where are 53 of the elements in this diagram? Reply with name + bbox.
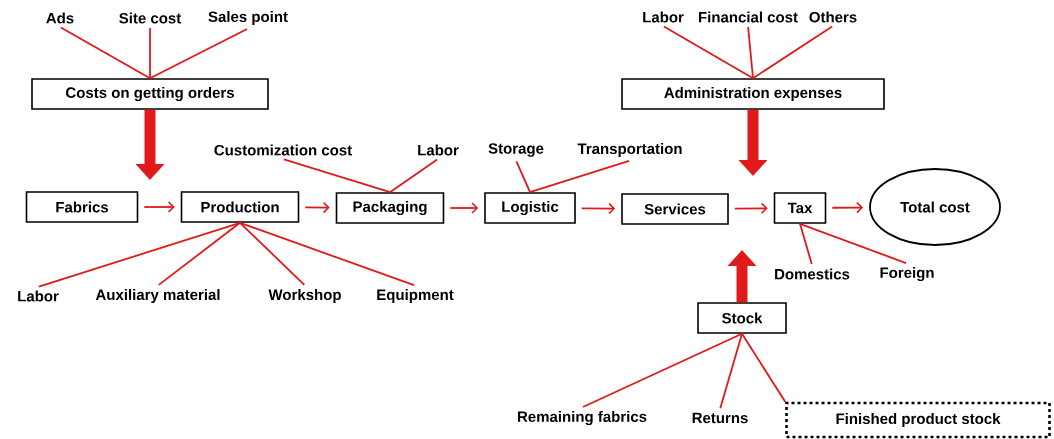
cost-label: Others <box>809 11 857 23</box>
cost-label: Domestics <box>775 268 850 280</box>
cost-label: Labor <box>643 11 684 23</box>
leader-line <box>239 221 415 287</box>
cost-label: Auxiliary material <box>95 289 220 303</box>
cost-label: Returns <box>692 412 748 424</box>
cost-label: Customization cost <box>214 144 352 156</box>
leader-line <box>529 159 630 194</box>
arrow <box>831 201 864 214</box>
leader-line <box>799 222 813 265</box>
process-box: Packaging <box>335 192 445 224</box>
cost-label: Storage <box>488 143 544 157</box>
process-box: Production <box>180 191 300 223</box>
arrow <box>733 202 768 215</box>
cost-label: Site cost <box>119 12 182 24</box>
cost-label: Labor <box>418 144 459 156</box>
leader-line <box>59 26 151 80</box>
cost-label: Ads <box>46 12 74 24</box>
arrow <box>580 202 616 215</box>
process-box: Tax <box>773 192 827 224</box>
process-box: Services <box>621 193 729 225</box>
arrow <box>304 201 330 214</box>
leader-line <box>799 222 907 264</box>
leader-line <box>283 158 391 194</box>
leader-line <box>515 160 531 194</box>
leader-line <box>38 221 241 288</box>
arrow <box>449 202 479 214</box>
dotted-box: Finished product stock <box>785 401 1051 439</box>
cost-label: Foreign <box>880 267 934 282</box>
leader-line <box>582 332 743 408</box>
leader-line <box>149 28 248 80</box>
leader-line <box>157 221 241 286</box>
leader-line <box>741 332 787 403</box>
process-box: Stock <box>697 302 787 334</box>
leader-line <box>752 25 834 80</box>
process-box: Fabrics <box>25 191 139 223</box>
cost-label: Financial cost <box>699 11 798 23</box>
cost-label: Sales point <box>208 11 288 25</box>
cost-label: Labor <box>18 290 59 302</box>
arrow <box>143 201 175 213</box>
cost-label: Transportation <box>577 143 682 157</box>
leader-line <box>719 332 743 410</box>
cost-label: Remaining fabrics <box>518 411 647 426</box>
leader-line <box>149 27 151 80</box>
leader-line <box>663 25 754 80</box>
process-box: Costs on getting orders <box>31 78 269 110</box>
process-box: Logistic <box>484 192 576 224</box>
cost-label: Equipment <box>377 289 454 303</box>
leader-line <box>239 221 306 286</box>
leader-line <box>389 158 439 194</box>
leader-line <box>747 26 754 80</box>
process-box: Administration expenses <box>621 78 885 110</box>
cost-label: Workshop <box>268 289 341 303</box>
